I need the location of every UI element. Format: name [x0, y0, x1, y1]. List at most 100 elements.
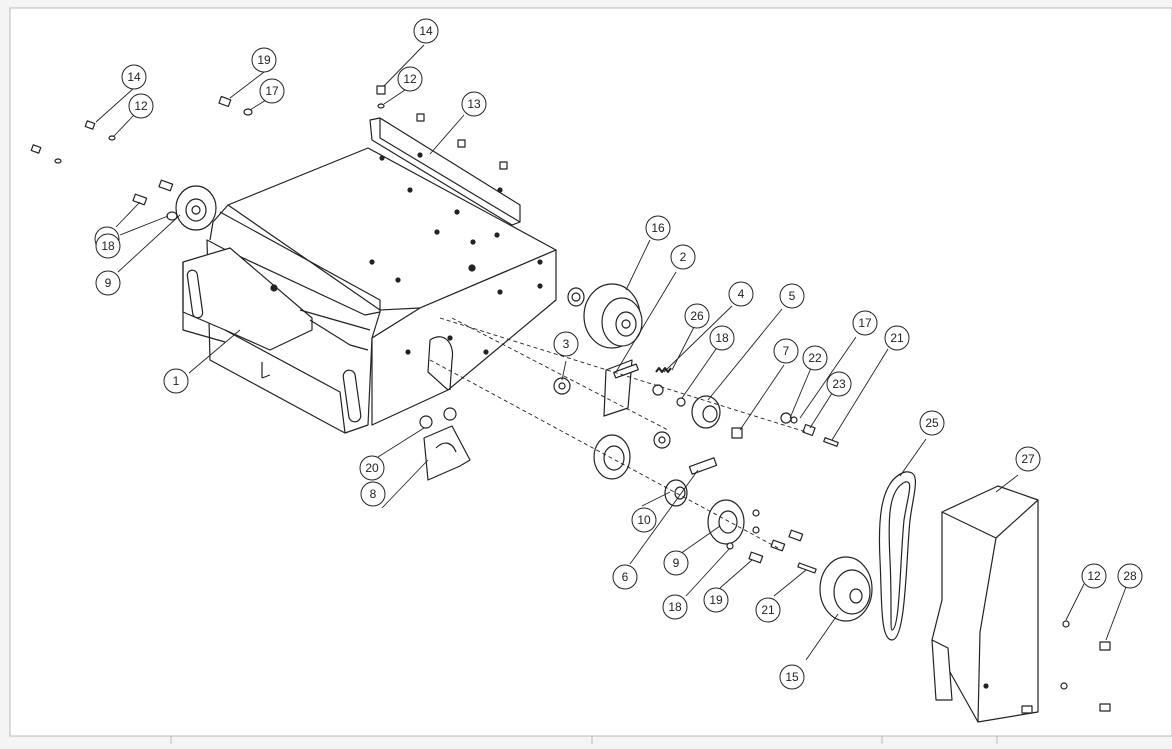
- fasteners-top-left: [30, 85, 508, 221]
- title-block-lines: [10, 735, 1172, 744]
- balloon-12: 12: [128, 93, 154, 119]
- balloon-27: 27: [1015, 446, 1041, 472]
- balloon-16: 16: [645, 215, 671, 241]
- balloon-18: 18: [662, 594, 688, 620]
- balloon-circle: [128, 93, 154, 119]
- balloon-circle: [95, 233, 121, 259]
- balloon-label: 26: [690, 309, 704, 323]
- balloon-25: 25: [919, 410, 945, 436]
- balloon-circle: [709, 325, 735, 351]
- balloon-label: 13: [467, 97, 481, 111]
- balloon-circle: [251, 47, 277, 73]
- balloon-label: 7: [783, 344, 790, 358]
- balloon-label: 12: [134, 99, 148, 113]
- balloon-circle: [779, 283, 805, 309]
- balloon-22: 22: [802, 345, 828, 371]
- balloon-circle: [1015, 446, 1041, 472]
- balloon-label: 1: [173, 374, 180, 388]
- leader-lines: [95, 44, 1127, 661]
- balloon-circle: [728, 281, 754, 307]
- balloon-label: 27: [1021, 452, 1035, 466]
- balloon-label: 4: [738, 287, 745, 301]
- balloon-6: 6: [612, 564, 638, 590]
- balloon-circle: [413, 18, 439, 44]
- balloon-label: 8: [370, 487, 377, 501]
- balloon-label: 22: [808, 351, 822, 365]
- balloon-19: 19: [251, 47, 277, 73]
- balloon-label: 19: [709, 593, 723, 607]
- balloon-circle: [359, 455, 385, 481]
- balloon-circle: [360, 481, 386, 507]
- balloon-label: 25: [925, 416, 939, 430]
- left-bearing-flange: [175, 185, 217, 231]
- balloon-circle: [779, 664, 805, 690]
- balloon-label: 19: [257, 53, 271, 67]
- balloon-12: 12: [1081, 563, 1107, 589]
- balloon-circle: [95, 270, 121, 296]
- balloon-circle: [612, 564, 638, 590]
- balloon-circle: [802, 345, 828, 371]
- balloon-8: 8: [360, 481, 386, 507]
- balloon-circle: [919, 410, 945, 436]
- balloon-15: 15: [779, 664, 805, 690]
- balloon-label: 5: [789, 289, 796, 303]
- balloon-9: 9: [95, 270, 121, 296]
- balloon-23: 23: [826, 371, 852, 397]
- balloon-26: 26: [684, 303, 710, 329]
- balloon-12: 12: [397, 66, 423, 92]
- balloon-label: 18: [715, 331, 729, 345]
- part-balloons: 14 12 19 17 14 12 13 19 18 9 1 16 2 4 5 26 18 17 21 3 7 22 23 2…: [94, 18, 1143, 690]
- balloon-17: 17: [259, 78, 285, 104]
- balloon-label: 17: [858, 316, 872, 330]
- balloon-circle: [259, 78, 285, 104]
- balloon-circle: [121, 64, 147, 90]
- balloon-circle: [684, 303, 710, 329]
- balloon-13: 13: [461, 91, 487, 117]
- balloon-21: 21: [755, 597, 781, 623]
- balloon-circle: [773, 338, 799, 364]
- balloon-label: 18: [101, 239, 115, 253]
- balloon-5: 5: [779, 283, 805, 309]
- balloon-14: 14: [413, 18, 439, 44]
- balloon-circle: [163, 368, 189, 394]
- balloon-circle: [662, 594, 688, 620]
- balloon-14: 14: [121, 64, 147, 90]
- balloon-label: 2: [680, 250, 687, 264]
- balloon-label: 23: [832, 377, 846, 391]
- right-side-parts: [419, 283, 1111, 723]
- balloon-circle: [1117, 563, 1143, 589]
- balloon-label: 18: [668, 600, 682, 614]
- balloon-label: 28: [1123, 569, 1137, 583]
- balloon-4: 4: [728, 281, 754, 307]
- balloon-28: 28: [1117, 563, 1143, 589]
- balloon-2: 2: [670, 244, 696, 270]
- balloon-label: 12: [1087, 569, 1101, 583]
- balloon-label: 9: [673, 556, 680, 570]
- balloon-circle: [461, 91, 487, 117]
- balloon-circle: [703, 587, 729, 613]
- balloon-circle: [884, 325, 910, 351]
- balloon-circle: [645, 215, 671, 241]
- balloon-label: 15: [785, 670, 799, 684]
- balloon-circle: [631, 507, 657, 533]
- balloon-label: 10: [637, 513, 651, 527]
- balloon-circle: [663, 550, 689, 576]
- main-housing: [182, 117, 557, 434]
- balloon-label: 21: [761, 603, 775, 617]
- balloon-label: 3: [563, 337, 570, 351]
- balloon-label: 16: [651, 221, 665, 235]
- balloon-circle: [826, 371, 852, 397]
- balloon-label: 14: [127, 70, 141, 84]
- balloon-label: 21: [890, 331, 904, 345]
- balloon-17: 17: [852, 310, 878, 336]
- balloon-circle: [852, 310, 878, 336]
- balloon-label: 6: [622, 570, 629, 584]
- balloon-3: 3: [553, 331, 579, 357]
- balloon-label: 14: [419, 24, 433, 38]
- balloon-circle: [553, 331, 579, 357]
- balloon-7: 7: [773, 338, 799, 364]
- balloon-18: 18: [95, 233, 121, 259]
- balloon-label: 20: [365, 461, 379, 475]
